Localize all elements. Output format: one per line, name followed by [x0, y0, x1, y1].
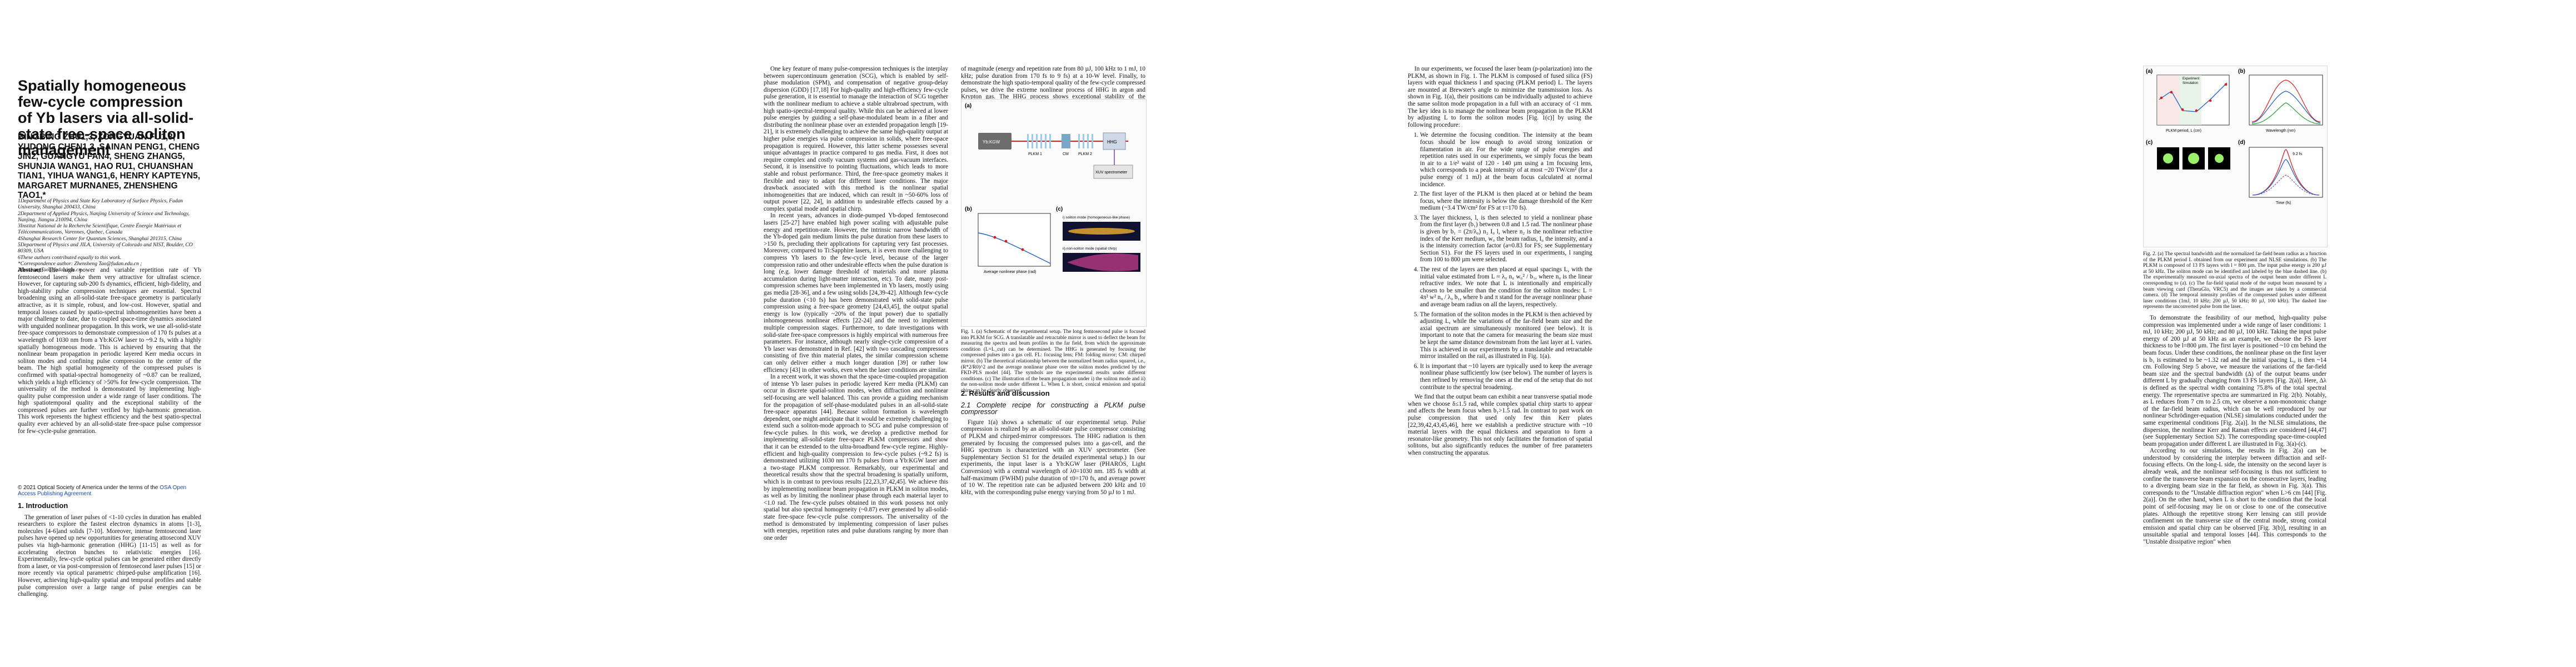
fig2-panel-b-label: (b): [2238, 68, 2245, 74]
fig1-panel-c-label: (c): [1056, 206, 1063, 212]
abstract-label: Abstract:: [18, 267, 43, 273]
fig2-d-xlabel: Time (fs): [2276, 201, 2291, 205]
copyright-text: © 2021 Optical Society of America under …: [18, 485, 158, 491]
region-soliton: [2179, 75, 2201, 125]
figure-1-caption: Fig. 1. (a) Schematic of the experimenta…: [961, 329, 1145, 394]
paragraph: According to our simulations, the result…: [2143, 447, 2326, 545]
fig1-c-title-nonsoliton: ii) non-soliton mode (spatial chirp): [1063, 247, 1117, 251]
data-point: [993, 236, 996, 239]
data-point: [1021, 248, 1024, 251]
page3-left-column: In our experiments, we focused the laser…: [1408, 66, 1592, 456]
page2-left-column: One key feature of many pulse-compressio…: [764, 66, 948, 541]
figure-2-caption: Fig. 2. (a) The spectral bandwidth and t…: [2143, 251, 2326, 310]
plkm-1-label: PLKM 1: [1028, 152, 1042, 156]
section-2-heading: 2. Results and discussion: [961, 389, 1050, 397]
affiliations: 1Department of Physics and State Key Lab…: [18, 198, 201, 273]
paragraph: In our experiments, we focused the laser…: [1408, 66, 1592, 128]
figure-2: (a) PLKM period, L (cm) Experiment Simul…: [2143, 66, 2328, 247]
region-unstable-dissipative: [2157, 75, 2179, 125]
correspondence: *Correspondence author: Zhensheng Tao@fu…: [18, 260, 142, 273]
paper-title: Spatially homogeneous few-cycle compress…: [18, 77, 194, 158]
affiliation-5: 5Department of Physics and JILA, Univers…: [18, 242, 193, 255]
pulse-duration-label: 9.2 fs: [2293, 152, 2303, 156]
fig1-panel-a-label: (a): [965, 103, 971, 109]
page-3: In our experiments, we focused the laser…: [1288, 0, 1932, 667]
affiliation-3: 3Institut National de la Recherche Scien…: [18, 223, 182, 236]
hhg-label: HHG: [1107, 140, 1117, 145]
figure-2-graphic: (a) PLKM period, L (cm) Experiment Simul…: [2146, 68, 2323, 205]
paragraph: In a recent work, it was shown that the …: [764, 374, 948, 541]
figure-1: (a) Yb:KGW PLKM 1 CM: [961, 99, 1147, 327]
procedure-step: The rest of the layers are then placed a…: [1420, 266, 1592, 308]
paragraph: In recent years, advances in diode-pumpe…: [764, 212, 948, 374]
spectrum-curve: [2251, 102, 2321, 125]
copyright-agreement-link[interactable]: OSA Open Access Publishing Agreement: [18, 485, 187, 497]
affiliation-6: 6These authors contributed equally to th…: [18, 254, 122, 261]
unconverted-pulse: [2252, 175, 2320, 196]
procedure-step: The layer thickness, l, is then selected…: [1420, 215, 1592, 263]
fig2-b-xlabel: Wavelength (nm): [2266, 129, 2295, 133]
paragraph: One key feature of many pulse-compressio…: [764, 66, 948, 212]
fig1-b-xlabel: Average nonlinear phase (rad): [984, 270, 1036, 274]
copyright-notice: © 2021 Optical Society of America under …: [18, 485, 201, 497]
affiliation-2: 2Department of Applied Physics, Nanjing …: [18, 210, 190, 223]
soliton-beam: [1068, 228, 1135, 235]
laser-label: Yb:KGW: [983, 140, 1000, 145]
xuv-spectrometer: [1093, 165, 1133, 179]
fig2-d-frame: [2249, 147, 2323, 198]
fig1-b-plot: Average nonlinear phase (rad): [978, 213, 1051, 274]
author-list: BINGBING ZHU1,3, ZONGYUAN FU1,3, YUDONG …: [18, 132, 201, 200]
fig2-a-exp-points: [2160, 83, 2228, 112]
fig2-panel-a-label: (a): [2146, 68, 2153, 74]
procedure-step: The formation of the soliton modes in th…: [1420, 311, 1592, 360]
page-4: (a) PLKM period, L (cm) Experiment Simul…: [1932, 0, 2576, 667]
procedure-step: We determine the focusing condition. The…: [1420, 132, 1592, 188]
plkm-2-label: PLKM 2: [1078, 152, 1092, 156]
non-soliton-beam: [1067, 253, 1138, 272]
intro-paragraph: The generation of laser pulses of <1-10 …: [18, 514, 201, 598]
pulse-profile: [2252, 149, 2320, 196]
fig2-a-xlabel: PLKM period, L (cm): [2166, 129, 2201, 133]
introduction-section: 1. Introduction The generation of laser …: [18, 495, 201, 598]
abstract-text: The high power and variable repetition r…: [18, 267, 201, 435]
beam-spot: [2188, 153, 2199, 164]
fig1-c-title-soliton: i) soliton mode (homogeneous-like phase): [1063, 216, 1130, 220]
fig2-a-sim-curve: [2159, 82, 2228, 112]
fig2-a-legend-sim: Simulation: [2183, 82, 2198, 85]
affiliation-4: 4Shanghai Research Center for Quantum Sc…: [18, 235, 182, 242]
procedure-steps: We determine the focusing condition. The…: [1408, 132, 1592, 391]
page-2: One key feature of many pulse-compressio…: [644, 0, 1288, 667]
data-point: [1004, 240, 1008, 243]
plkm-2-plates: [1078, 134, 1093, 148]
plkm-1-plates: [1027, 134, 1051, 148]
section-1-heading: 1. Introduction: [18, 501, 68, 510]
page2-right-column-bottom: 2. Results and discussion 2.1 Complete r…: [961, 382, 1145, 496]
setup-schematic: Yb:KGW PLKM 1 CM: [978, 132, 1133, 179]
beam-spot: [2163, 153, 2173, 163]
hhg-gas-cell: [1103, 132, 1126, 150]
fig2-a-legend-exp: Experiment: [2183, 77, 2200, 81]
paragraph: We find that the output beam can exhibit…: [1408, 394, 1592, 456]
fig2-panel-d-label: (d): [2238, 140, 2245, 146]
pulse-profile: [2252, 159, 2320, 196]
spectrum-curve: [2251, 91, 2321, 123]
abstract: Abstract: The high power and variable re…: [18, 267, 201, 435]
laser-box: [978, 133, 1012, 150]
paragraph: To demonstrate the feasibility of our me…: [2143, 315, 2326, 447]
fig2-panel-c-label: (c): [2146, 140, 2153, 146]
procedure-step: It is important that ~10 layers are typi…: [1420, 363, 1592, 391]
subsection-2-1-heading: 2.1 Complete recipe for constructing a P…: [961, 401, 1145, 416]
chirped-mirror-label: CM: [1063, 152, 1069, 156]
paragraph: Figure 1(a) shows a schematic of our exp…: [961, 419, 1145, 496]
chirped-mirror: [1062, 134, 1070, 148]
page4-right-column: To demonstrate the feasibility of our me…: [2143, 315, 2326, 546]
page-1: Spatially homogeneous few-cycle compress…: [0, 0, 644, 667]
fig1-panel-b-label: (b): [965, 206, 972, 212]
xuv-spectrometer-label: XUV spectrometer: [1095, 171, 1128, 175]
procedure-step: The first layer of the PLKM is then plac…: [1420, 191, 1592, 212]
spectrum-curve: [2251, 79, 2321, 122]
figure-1-graphic: (a) Yb:KGW PLKM 1 CM: [965, 103, 1140, 274]
affiliation-1: 1Department of Physics and State Key Lab…: [18, 198, 183, 211]
beam-spot: [2215, 154, 2224, 163]
